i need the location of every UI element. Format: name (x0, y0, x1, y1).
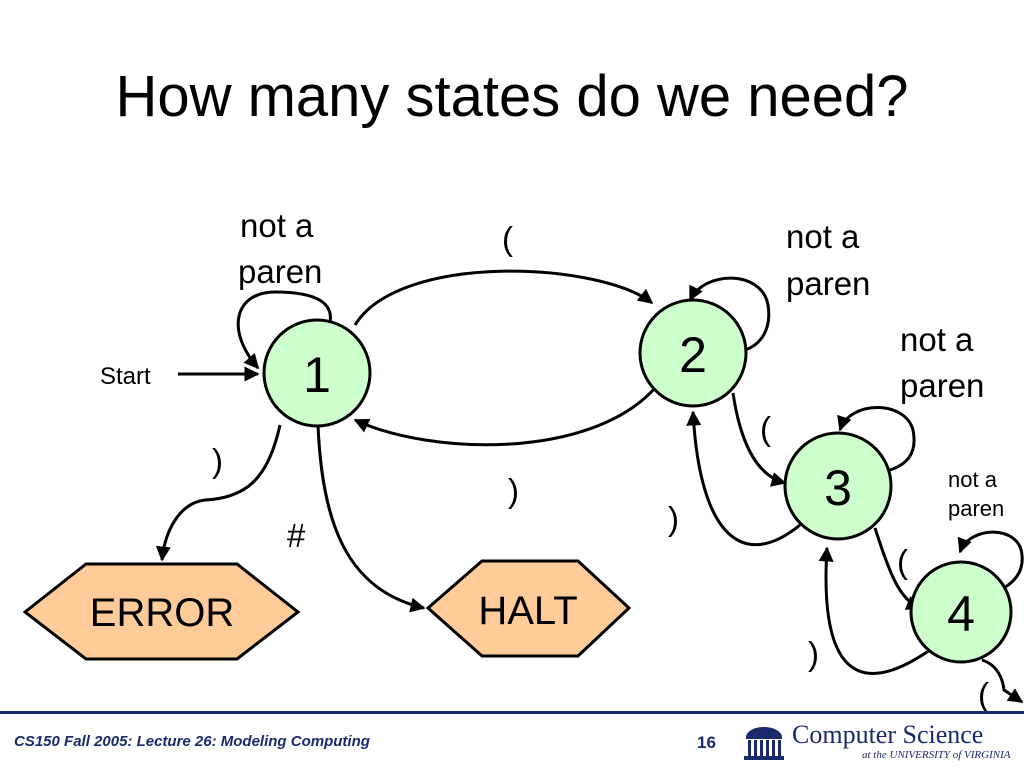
halt-label: HALT (478, 589, 577, 633)
self-loop-2-label-line2: paren (786, 265, 870, 302)
edge-2-to-1-label: ) (508, 472, 519, 509)
self-loop-3 (837, 406, 916, 472)
footer-course-title: CS150 Fall 2005: Lecture 26: Modeling Co… (14, 733, 370, 750)
edge-1-to-2 (353, 269, 654, 326)
edge-3-to-2-label: ) (668, 500, 679, 537)
self-loop-4 (957, 530, 1024, 592)
state-1-label: 1 (303, 347, 331, 403)
page-number: 16 (697, 733, 716, 752)
footer-divider (0, 711, 1024, 714)
edge-3-to-4-label: ( (897, 543, 908, 580)
state-3-circle (783, 431, 893, 541)
edge-1-to-halt-label: # (287, 517, 306, 554)
error-label: ERROR (90, 591, 234, 635)
edge-1-to-error-label: ) (212, 442, 223, 479)
edge-1-to-2-label: ( (502, 220, 513, 257)
logo-computer-science: Computer Science (792, 720, 984, 749)
state-1-circle (262, 318, 372, 428)
edge-2-to-3 (731, 392, 787, 487)
self-loop-4-label-line1: not a (948, 467, 998, 492)
self-loop-3-label-line1: not a (900, 321, 974, 358)
edge-3-to-2 (686, 410, 801, 547)
state-2-circle (638, 298, 748, 408)
self-loop-3-label-line2: paren (900, 367, 984, 404)
edge-4-to-3-label: ) (808, 635, 819, 672)
self-loop-4-label-line2: paren (948, 496, 1004, 521)
edge-2-to-1 (353, 386, 657, 447)
self-loop-1-label-line2: paren (238, 253, 322, 290)
edge-4-to-3 (818, 546, 931, 675)
state-4-circle (909, 560, 1013, 664)
self-loop-2-label-line1: not a (786, 218, 860, 255)
state-4-label: 4 (947, 586, 975, 642)
edge-1-to-halt (316, 424, 426, 613)
rotunda-logo-icon (744, 727, 784, 760)
halt-hexagon (425, 559, 632, 658)
state-diagram: Start not a paren ( ) not a paren ( ) no… (22, 207, 1024, 712)
error-hexagon (22, 562, 301, 661)
logo-university: at the UNIVERSITY of VIRGINIA (862, 749, 1011, 761)
self-loop-1 (236, 290, 332, 370)
state-3-label: 3 (824, 460, 852, 516)
edge-2-to-3-label: ( (760, 410, 771, 447)
start-label: Start (100, 363, 151, 390)
self-loop-2 (688, 276, 771, 352)
edge-1-to-error (155, 424, 282, 562)
state-2-label: 2 (679, 327, 707, 383)
slide-title: How many states do we need? (115, 64, 909, 129)
edge-4-out-label: ( (978, 676, 989, 712)
edge-4-out (981, 658, 1024, 704)
self-loop-1-label-line1: not a (240, 207, 314, 244)
